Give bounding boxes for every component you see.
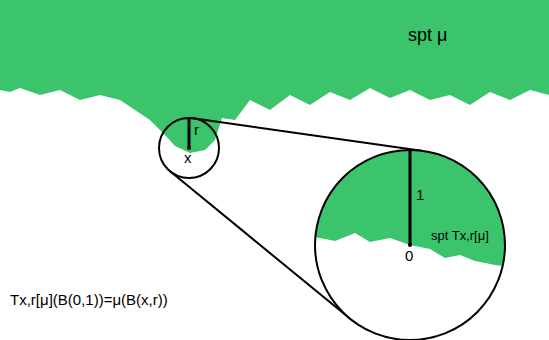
ball-boundary <box>159 118 219 178</box>
origin-label: 0 <box>405 248 413 265</box>
radius-segment <box>188 118 191 148</box>
ball-boundary <box>315 150 505 340</box>
support-label: spt Tx,r[μ] <box>431 229 489 243</box>
radius-segment <box>409 150 412 245</box>
point-label: x <box>184 150 192 167</box>
center-point <box>408 243 412 247</box>
zoom-line <box>193 118 423 151</box>
radius-label: r <box>194 122 199 139</box>
support-label: spt μ <box>408 26 447 46</box>
ball-outline <box>157 116 221 180</box>
rescaled-support <box>310 145 510 267</box>
blow-up-ball: 1 spt Tx,r[μ] 0 <box>310 145 510 340</box>
small-ball: rx <box>157 116 221 180</box>
formula-label: Tx,r[μ](B(0,1))=μ(B(x,r)) <box>10 292 168 309</box>
support-region <box>0 0 549 153</box>
unit-radius-label: 1 <box>416 187 424 204</box>
